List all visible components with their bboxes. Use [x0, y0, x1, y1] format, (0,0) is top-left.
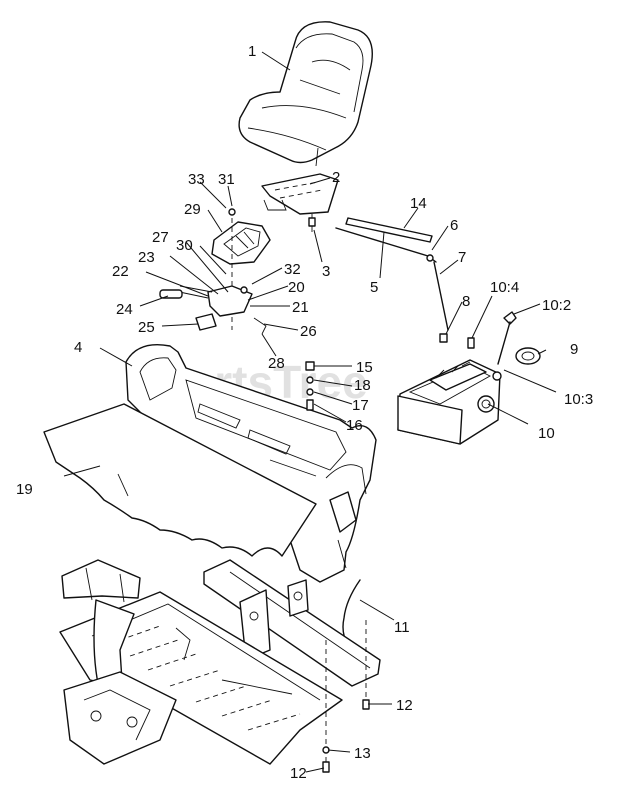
- fuel-tank: [397, 311, 541, 445]
- callout-13: 13: [354, 745, 371, 762]
- callout-27: 27: [152, 229, 169, 246]
- callout-16: 16: [346, 417, 363, 434]
- callout-7: 7: [458, 249, 466, 266]
- bolts: [322, 620, 370, 773]
- callout-4: 4: [74, 339, 82, 356]
- shift-rod: [335, 217, 449, 343]
- callout-6: 6: [450, 217, 458, 234]
- callout-2: 2: [332, 169, 340, 186]
- callout-18: 18: [354, 377, 371, 394]
- callout-28: 28: [268, 355, 285, 372]
- callout-10-4: 10:4: [490, 279, 519, 296]
- callout-10: 10: [538, 425, 555, 442]
- callout-1: 1: [248, 43, 256, 60]
- callout-23: 23: [138, 249, 155, 266]
- callout-14: 14: [410, 195, 427, 212]
- callout-10-2: 10:2: [542, 297, 571, 314]
- leader-lines: [63, 51, 557, 773]
- chassis-floor: [59, 559, 343, 765]
- callout-25: 25: [138, 319, 155, 336]
- callout-3: 3: [322, 263, 330, 280]
- callout-26: 26: [300, 323, 317, 340]
- floor-mat: [43, 403, 317, 557]
- callout-labels: 1 2 3 4 5 6 7 8 9 10 10:2 10:3 10:4 11 1…: [16, 43, 593, 782]
- callout-24: 24: [116, 301, 133, 318]
- callout-29: 29: [184, 201, 201, 218]
- seat-pan: [261, 173, 339, 232]
- rear-fender-body: [125, 344, 377, 583]
- callout-19: 19: [16, 481, 33, 498]
- callout-22: 22: [112, 263, 129, 280]
- callout-5: 5: [370, 279, 378, 296]
- callout-10-3: 10:3: [564, 391, 593, 408]
- callout-11: 11: [394, 619, 410, 636]
- callout-31: 31: [218, 171, 235, 188]
- frame-rail: [203, 559, 381, 687]
- control-bracket: [159, 208, 271, 335]
- callout-33: 33: [188, 171, 205, 188]
- callout-8: 8: [462, 293, 470, 310]
- callout-32: 32: [284, 261, 301, 278]
- callout-15: 15: [356, 359, 373, 376]
- callout-21: 21: [292, 299, 309, 316]
- callout-12-lower: 12: [290, 765, 307, 782]
- callout-20: 20: [288, 279, 305, 296]
- callout-9: 9: [570, 341, 578, 358]
- seat: [238, 21, 373, 167]
- callout-30: 30: [176, 237, 193, 254]
- callout-12-upper: 12: [396, 697, 413, 714]
- hardware-stack: [305, 361, 315, 411]
- callout-17: 17: [352, 397, 369, 414]
